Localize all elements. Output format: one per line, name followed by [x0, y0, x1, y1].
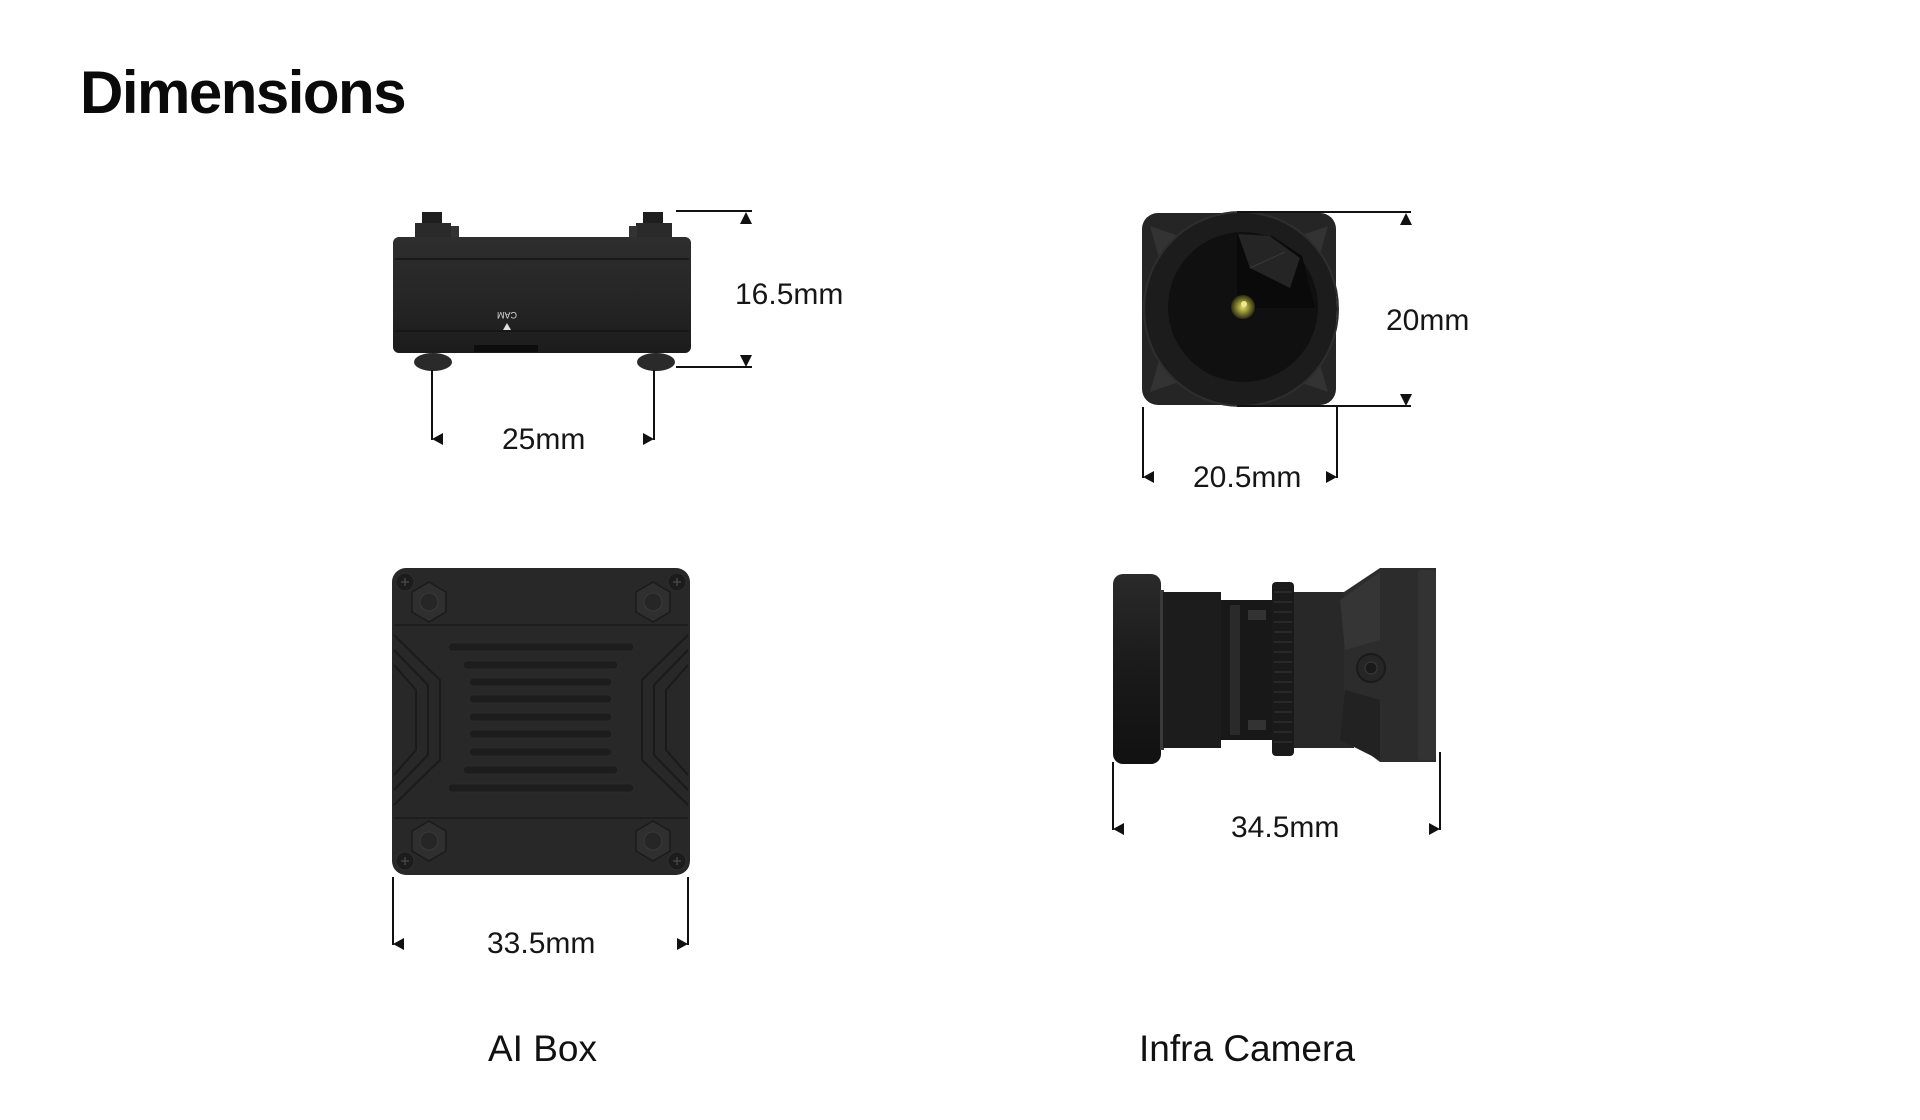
- ai-box-bottom-view: [392, 568, 690, 875]
- ai-box-width-label: 33.5mm: [487, 927, 596, 960]
- ai-box-caption: AI Box: [488, 1028, 597, 1069]
- page-title: Dimensions: [80, 59, 407, 126]
- ai-box-height-dimension: [676, 210, 752, 368]
- camera-height-dimension: [1237, 211, 1412, 407]
- ai-box-mount-spacing-dimension: [431, 370, 655, 445]
- ai-box-mount-spacing-label: 25mm: [502, 423, 586, 456]
- camera-front-view: [1142, 211, 1339, 407]
- camera-width-dimension: [1142, 407, 1338, 483]
- camera-length-label: 34.5mm: [1231, 811, 1340, 844]
- ai-box-width-dimension: [392, 877, 689, 950]
- infra-camera-caption: Infra Camera: [1139, 1028, 1355, 1069]
- ai-box-side-view: CAM: [393, 212, 691, 371]
- svg-text:CAM: CAM: [497, 310, 517, 320]
- camera-length-dimension: [1112, 752, 1441, 835]
- camera-height-label: 20mm: [1386, 304, 1470, 337]
- camera-width-label: 20.5mm: [1193, 461, 1302, 494]
- camera-side-view: [1113, 568, 1436, 764]
- ai-box-height-label: 16.5mm: [735, 278, 844, 311]
